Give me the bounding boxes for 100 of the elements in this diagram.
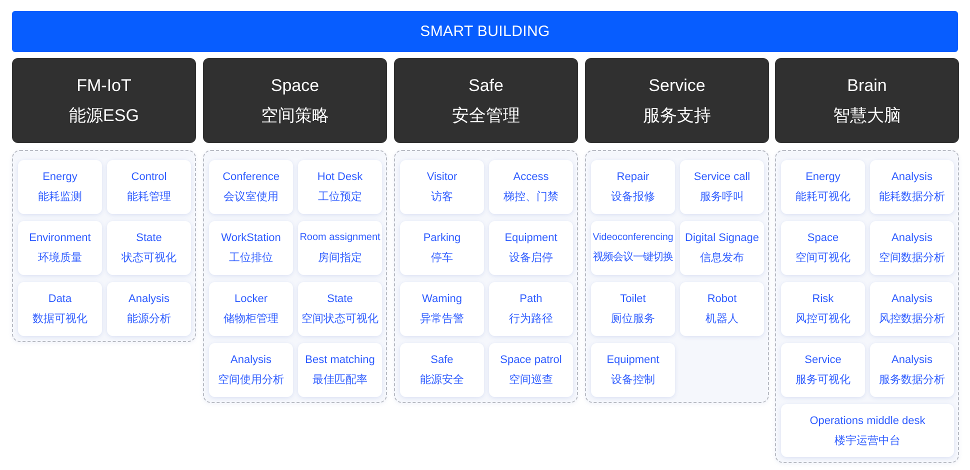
feature-name-zh: 数据可视化 xyxy=(32,312,88,327)
feature-name-zh: 行为路径 xyxy=(509,312,553,327)
feature-card xyxy=(680,160,764,214)
feature-name-zh: 能耗可视化 xyxy=(796,190,850,205)
feature-name-zh: 工位预定 xyxy=(318,190,362,205)
category-subtitle: 能源ESG xyxy=(69,104,139,126)
feature-name-zh: 空间状态可视化 xyxy=(302,312,378,327)
feature-name: Safe xyxy=(430,353,454,368)
feature-card xyxy=(400,221,484,275)
category-title: Service xyxy=(648,74,706,96)
feature-name: Path xyxy=(520,292,542,307)
feature-name: Access xyxy=(513,170,549,185)
feature-name: State xyxy=(327,292,353,307)
feature-name: WorkStation xyxy=(221,231,281,246)
feature-name-zh: 能耗监测 xyxy=(38,190,82,205)
feature-card xyxy=(489,221,573,275)
feature-name: Parking xyxy=(423,231,461,246)
feature-name-zh: 服务可视化 xyxy=(796,373,850,388)
feature-name-zh: 能耗管理 xyxy=(127,190,171,205)
feature-name-zh: 设备报修 xyxy=(611,190,655,205)
feature-card xyxy=(489,160,573,214)
feature-name-zh: 会议室使用 xyxy=(224,190,278,205)
category-header xyxy=(585,58,769,143)
feature-card xyxy=(591,160,675,214)
feature-name: Analysis xyxy=(892,353,932,368)
feature-name-zh: 停车 xyxy=(431,251,453,266)
feature-name: Room assignment xyxy=(300,231,380,245)
dashed-panel xyxy=(394,150,578,403)
category-header xyxy=(775,58,959,143)
feature-name-zh: 梯控、门禁 xyxy=(504,190,558,205)
feature-name: Visitor xyxy=(426,170,458,185)
feature-card xyxy=(18,160,102,214)
category-title: FM-IoT xyxy=(76,74,132,96)
feature-name: Control xyxy=(131,170,167,185)
feature-name: Service xyxy=(804,353,842,368)
feature-name-zh: 空间数据分析 xyxy=(879,250,945,266)
feature-name: Locker xyxy=(234,292,268,307)
category-subtitle: 服务支持 xyxy=(643,104,711,126)
dashed-panel xyxy=(12,150,196,342)
feature-name-zh: 工位排位 xyxy=(229,251,273,266)
feature-card xyxy=(591,343,675,397)
feature-card xyxy=(781,343,865,397)
feature-name: Analysis xyxy=(128,292,170,307)
feature-name: Digital Signage xyxy=(685,231,759,246)
feature-name-zh: 信息发布 xyxy=(700,251,744,266)
feature-card xyxy=(781,404,954,457)
feature-name-zh: 风控可视化 xyxy=(796,312,850,327)
category-header xyxy=(12,58,196,143)
feature-card xyxy=(298,343,382,397)
feature-card xyxy=(870,343,954,397)
feature-card xyxy=(781,221,865,275)
feature-name: Energy xyxy=(42,170,78,185)
feature-name: Service call xyxy=(694,170,750,185)
feature-name-zh: 空间可视化 xyxy=(796,250,850,266)
feature-name-zh: 设备控制 xyxy=(611,373,655,388)
category-title: Brain xyxy=(847,74,887,96)
feature-card xyxy=(298,221,382,275)
feature-name: Analysis xyxy=(892,170,932,185)
feature-name: Waming xyxy=(422,292,462,307)
category-subtitle: 空间策略 xyxy=(261,104,329,126)
feature-name: Repair xyxy=(616,170,650,185)
feature-name: Energy xyxy=(806,170,840,185)
feature-name: Equipment xyxy=(504,231,558,246)
feature-name-zh: 视频会议一键切换 xyxy=(593,250,673,265)
feature-name: Data xyxy=(48,292,72,307)
feature-card xyxy=(209,221,293,275)
feature-name-zh: 设备启停 xyxy=(509,250,553,266)
feature-name-zh: 厕位服务 xyxy=(611,312,655,327)
feature-name: Operations middle desk xyxy=(810,414,926,428)
feature-name-zh: 空间巡查 xyxy=(509,372,553,388)
feature-name-zh: 能源分析 xyxy=(127,312,171,327)
feature-card xyxy=(680,221,764,275)
feature-name: Toilet xyxy=(620,292,646,307)
feature-name-zh: 环境质量 xyxy=(38,250,82,266)
feature-card xyxy=(107,282,191,336)
feature-name: Conference xyxy=(222,170,280,185)
feature-name-zh: 储物柜管理 xyxy=(224,312,278,327)
dashed-panel xyxy=(585,150,769,403)
feature-name-zh: 空间使用分析 xyxy=(218,372,284,388)
feature-name-zh: 风控数据分析 xyxy=(879,312,945,327)
feature-name: Analysis xyxy=(230,353,272,368)
feature-card xyxy=(107,221,191,275)
feature-name-zh: 房间指定 xyxy=(318,250,362,266)
feature-name-zh: 服务数据分析 xyxy=(879,373,945,388)
feature-name-zh: 异常告警 xyxy=(420,312,464,327)
feature-name: Equipment xyxy=(606,353,660,368)
category-title: Safe xyxy=(468,74,504,96)
feature-card xyxy=(18,282,102,336)
category-title: Space xyxy=(270,74,320,96)
feature-card xyxy=(209,343,293,397)
feature-card xyxy=(870,282,954,336)
feature-name: Analysis xyxy=(892,292,932,307)
feature-name: Risk xyxy=(812,292,834,307)
feature-card xyxy=(18,221,102,275)
feature-name-zh: 能耗数据分析 xyxy=(879,190,945,205)
feature-card xyxy=(680,282,764,336)
feature-card xyxy=(870,160,954,214)
feature-card xyxy=(870,221,954,275)
feature-card xyxy=(298,160,382,214)
banner-title: SMART BUILDING xyxy=(420,23,550,40)
